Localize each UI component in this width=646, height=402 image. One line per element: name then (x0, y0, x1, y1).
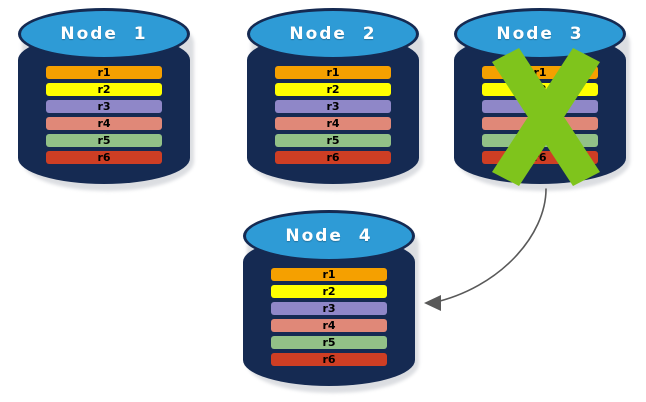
record-label: r2 (533, 83, 547, 96)
record-label: r6 (322, 353, 336, 366)
record-bar-r1[interactable]: r1 (482, 66, 598, 79)
record-bar-r3[interactable]: r3 (46, 100, 162, 113)
record-bar-r2[interactable]: r2 (482, 83, 598, 96)
record-label: r3 (533, 100, 547, 113)
node-cylinder-top (247, 8, 419, 60)
record-label: r1 (533, 66, 547, 79)
record-label: r3 (97, 100, 111, 113)
record-label: r2 (97, 83, 111, 96)
record-bar-r2[interactable]: r2 (46, 83, 162, 96)
record-list: r1 r2 r3 r4 r5 r6 (46, 66, 162, 164)
record-bar-r5[interactable]: r5 (271, 336, 387, 349)
record-bar-r5[interactable]: r5 (275, 134, 391, 147)
node-cylinder-top (454, 8, 626, 60)
record-label: r5 (322, 336, 336, 349)
record-bar-r3[interactable]: r3 (271, 302, 387, 315)
record-label: r2 (322, 285, 336, 298)
record-label: r2 (326, 83, 340, 96)
record-label: r1 (97, 66, 111, 79)
record-bar-r6[interactable]: r6 (275, 151, 391, 164)
record-label: r4 (326, 117, 340, 130)
record-bar-r6[interactable]: r6 (482, 151, 598, 164)
record-list: r1 r2 r3 r4 r5 r6 (482, 66, 598, 164)
record-bar-r6[interactable]: r6 (271, 353, 387, 366)
record-label: r6 (97, 151, 111, 164)
record-bar-r4[interactable]: r4 (46, 117, 162, 130)
record-bar-r2[interactable]: r2 (275, 83, 391, 96)
record-bar-r5[interactable]: r5 (482, 134, 598, 147)
record-bar-r5[interactable]: r5 (46, 134, 162, 147)
record-bar-r1[interactable]: r1 (46, 66, 162, 79)
record-label: r1 (326, 66, 340, 79)
record-label: r4 (533, 117, 547, 130)
record-bar-r2[interactable]: r2 (271, 285, 387, 298)
record-label: r6 (326, 151, 340, 164)
record-bar-r3[interactable]: r3 (482, 100, 598, 113)
replication-arrow-head (424, 295, 441, 311)
record-label: r5 (533, 134, 547, 147)
record-bar-r6[interactable]: r6 (46, 151, 162, 164)
record-bar-r1[interactable]: r1 (275, 66, 391, 79)
record-list: r1 r2 r3 r4 r5 r6 (271, 268, 387, 366)
record-label: r3 (326, 100, 340, 113)
record-list: r1 r2 r3 r4 r5 r6 (275, 66, 391, 164)
record-bar-r3[interactable]: r3 (275, 100, 391, 113)
record-label: r4 (322, 319, 336, 332)
record-bar-r4[interactable]: r4 (275, 117, 391, 130)
record-label: r1 (322, 268, 336, 281)
node-cylinder-top (243, 210, 415, 262)
node-cylinder-top (18, 8, 190, 60)
record-label: r3 (322, 302, 336, 315)
record-label: r5 (97, 134, 111, 147)
record-bar-r4[interactable]: r4 (482, 117, 598, 130)
replication-arrow-path (431, 188, 547, 304)
record-bar-r4[interactable]: r4 (271, 319, 387, 332)
record-bar-r1[interactable]: r1 (271, 268, 387, 281)
record-label: r4 (97, 117, 111, 130)
record-label: r6 (533, 151, 547, 164)
record-label: r5 (326, 134, 340, 147)
